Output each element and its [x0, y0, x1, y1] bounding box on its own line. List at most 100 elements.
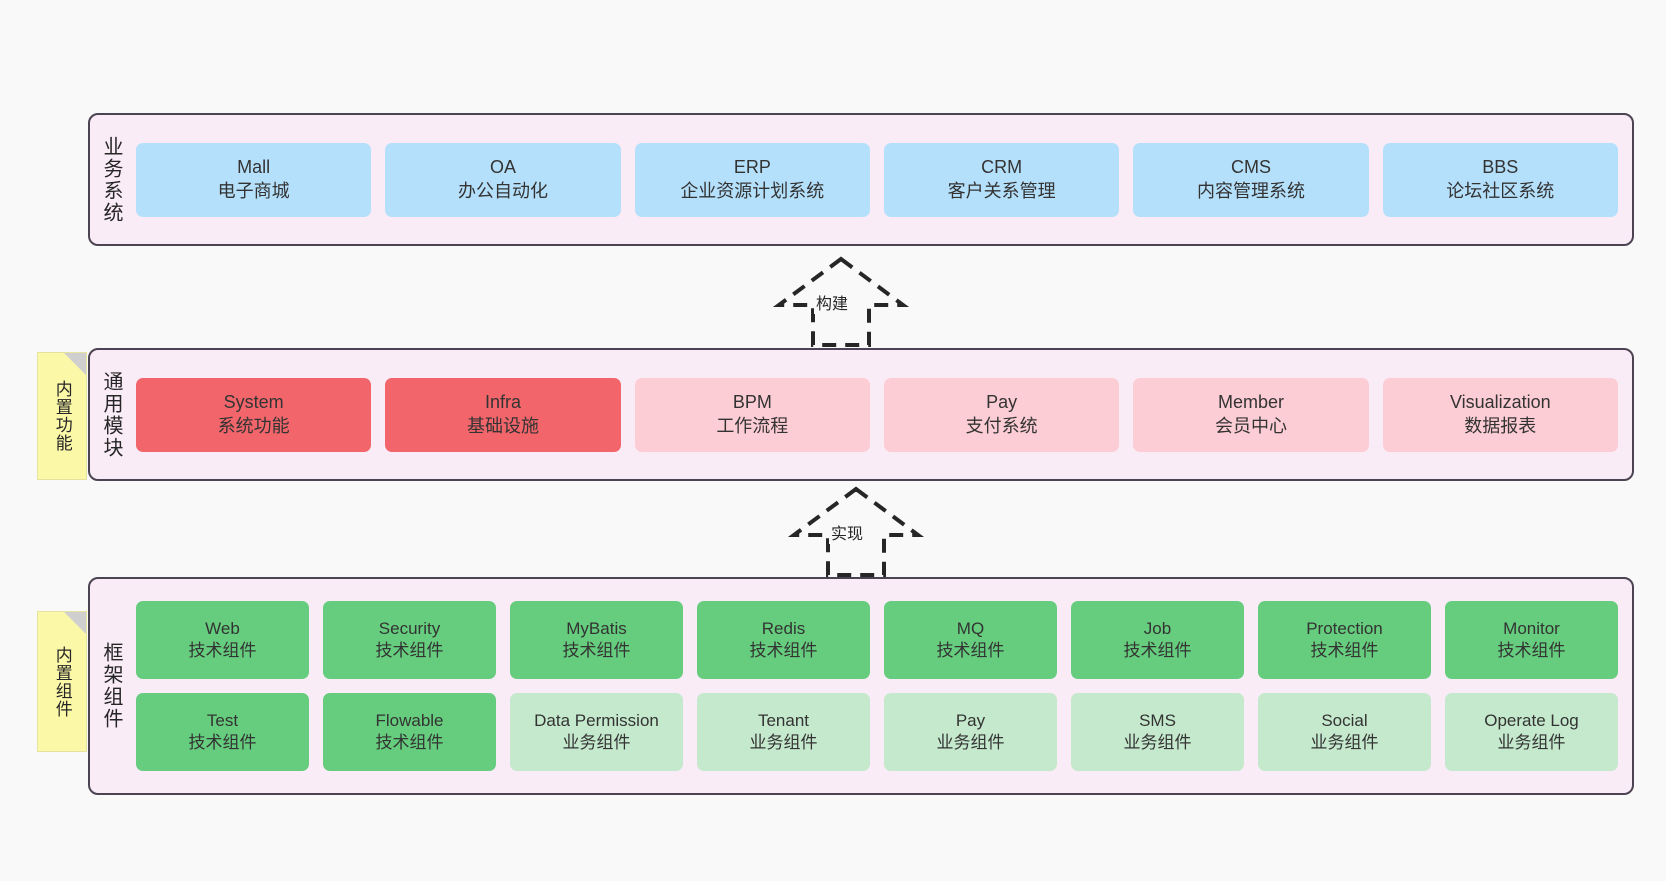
card-erp[interactable]: ERP 企业资源计划系统: [634, 142, 870, 217]
card-subtitle: 技术组件: [1123, 641, 1192, 660]
card-subtitle: 技术组件: [562, 641, 631, 660]
card-row: System 系统功能 Infra 基础设施 BPM 工作流程 Pay 支付系统…: [136, 377, 1618, 452]
card-subtitle: 电子商城: [217, 180, 290, 201]
card-subtitle: 客户关系管理: [947, 180, 1056, 201]
card-subtitle: 办公自动化: [457, 180, 548, 201]
card-title: OA: [489, 156, 516, 177]
card-subtitle: 会员中心: [1214, 415, 1287, 436]
card-test[interactable]: Test 技术组件: [136, 693, 309, 771]
card-monitor[interactable]: Monitor 技术组件: [1445, 601, 1618, 679]
card-protection[interactable]: Protection 技术组件: [1258, 601, 1431, 679]
card-mall[interactable]: Mall 电子商城: [136, 142, 372, 217]
card-title: Flowable: [375, 710, 444, 730]
layer-caption-business-systems: 业务系统: [100, 135, 122, 224]
card-redis[interactable]: Redis 技术组件: [697, 601, 870, 679]
card-subtitle: 业务组件: [562, 733, 631, 752]
card-member[interactable]: Member 会员中心: [1133, 377, 1369, 452]
card-pay-business[interactable]: Pay 业务组件: [884, 693, 1057, 771]
card-title: CRM: [981, 156, 1023, 177]
card-title: CMS: [1230, 156, 1271, 177]
card-title: MQ: [956, 618, 985, 638]
card-title: Infra: [484, 391, 521, 412]
layer-business-systems: 业务系统 Mall 电子商城 OA 办公自动化 ERP 企业资源计划系统 CRM…: [88, 113, 1634, 246]
card-crm[interactable]: CRM 客户关系管理: [883, 142, 1120, 217]
card-subtitle: 业务组件: [1310, 733, 1379, 752]
card-title: Social: [1321, 710, 1368, 730]
card-subtitle: 技术组件: [1310, 641, 1379, 660]
card-subtitle: 论坛社区系统: [1446, 180, 1555, 201]
card-title: Visualization: [1449, 391, 1551, 412]
card-mybatis[interactable]: MyBatis 技术组件: [510, 601, 683, 679]
card-subtitle: 业务组件: [936, 733, 1005, 752]
card-title: Security: [378, 618, 441, 638]
card-subtitle: 技术组件: [936, 641, 1005, 660]
card-data-permission[interactable]: Data Permission 业务组件: [510, 693, 683, 771]
card-area-framework-components: Web 技术组件 Security 技术组件 MyBatis 技术组件 Redi…: [132, 579, 1632, 793]
card-title: Tenant: [757, 710, 810, 730]
card-flowable[interactable]: Flowable 技术组件: [323, 693, 496, 771]
card-title: Redis: [761, 618, 806, 638]
layer-common-modules: 通用模块 System 系统功能 Infra 基础设施 BPM 工作流程 Pay…: [88, 348, 1634, 481]
sticky-note-built-in-components: 内置组件: [37, 611, 87, 752]
card-subtitle: 系统功能: [217, 415, 290, 436]
card-subtitle: 业务组件: [1123, 733, 1192, 752]
card-subtitle: 技术组件: [1497, 641, 1566, 660]
card-subtitle: 数据报表: [1464, 415, 1537, 436]
implement-arrow: 实现: [766, 485, 946, 577]
card-title: Data Permission: [534, 710, 659, 730]
card-infra[interactable]: Infra 基础设施: [385, 377, 621, 452]
card-subtitle: 支付系统: [965, 415, 1038, 436]
card-title: Pay: [986, 391, 1018, 412]
card-area-business-systems: Mall 电子商城 OA 办公自动化 ERP 企业资源计划系统 CRM 客户关系…: [132, 115, 1632, 244]
card-system[interactable]: System 系统功能: [136, 377, 372, 452]
build-arrow-label: 构建: [814, 290, 851, 314]
card-subtitle: 技术组件: [188, 641, 257, 660]
card-title: Pay: [955, 710, 986, 730]
card-title: Operate Log: [1484, 710, 1579, 730]
card-tenant[interactable]: Tenant 业务组件: [697, 693, 870, 771]
build-arrow: 构建: [751, 255, 931, 347]
card-job[interactable]: Job 技术组件: [1071, 601, 1244, 679]
card-sms[interactable]: SMS 业务组件: [1071, 693, 1244, 771]
sticky-note-label: 内置组件: [52, 645, 72, 718]
card-subtitle: 技术组件: [375, 733, 444, 752]
card-social[interactable]: Social 业务组件: [1258, 693, 1431, 771]
card-mq[interactable]: MQ 技术组件: [884, 601, 1057, 679]
layer-framework-components: 框架组件 Web 技术组件 Security 技术组件 MyBatis 技术组件…: [88, 577, 1634, 795]
implement-arrow-label: 实现: [829, 520, 866, 544]
card-bpm[interactable]: BPM 工作流程: [634, 377, 870, 452]
card-security[interactable]: Security 技术组件: [323, 601, 496, 679]
sticky-note-label: 内置功能: [52, 380, 72, 452]
card-subtitle: 业务组件: [749, 733, 818, 752]
card-title: BBS: [1482, 156, 1519, 177]
card-pay[interactable]: Pay 支付系统: [883, 377, 1120, 452]
card-operate-log[interactable]: Operate Log 业务组件: [1445, 693, 1618, 771]
card-title: BPM: [732, 391, 772, 412]
card-subtitle: 技术组件: [749, 641, 818, 660]
card-title: Test: [206, 710, 239, 730]
card-title: System: [223, 391, 284, 412]
card-web[interactable]: Web 技术组件: [136, 601, 309, 679]
card-subtitle: 业务组件: [1497, 733, 1566, 752]
card-oa[interactable]: OA 办公自动化: [385, 142, 621, 217]
card-cms[interactable]: CMS 内容管理系统: [1133, 142, 1369, 217]
card-title: Mall: [237, 156, 271, 177]
card-title: MyBatis: [566, 618, 627, 638]
card-title: Member: [1217, 391, 1284, 412]
card-title: Job: [1143, 618, 1172, 638]
card-row: Web 技术组件 Security 技术组件 MyBatis 技术组件 Redi…: [136, 601, 1618, 679]
card-area-common-modules: System 系统功能 Infra 基础设施 BPM 工作流程 Pay 支付系统…: [132, 350, 1632, 479]
card-row: Mall 电子商城 OA 办公自动化 ERP 企业资源计划系统 CRM 客户关系…: [136, 142, 1618, 217]
card-subtitle: 技术组件: [188, 733, 257, 752]
sticky-note-built-in-features: 内置功能: [37, 352, 87, 480]
card-title: Web: [205, 618, 240, 638]
card-bbs[interactable]: BBS 论坛社区系统: [1382, 142, 1618, 217]
card-title: Monitor: [1503, 618, 1560, 638]
card-row: Test 技术组件 Flowable 技术组件 Data Permission …: [136, 693, 1618, 771]
layer-caption-common-modules: 通用模块: [100, 370, 122, 459]
card-title: ERP: [733, 156, 771, 177]
card-visualization[interactable]: Visualization 数据报表: [1382, 377, 1618, 452]
layer-caption-framework-components: 框架组件: [100, 642, 122, 730]
card-subtitle: 技术组件: [375, 641, 444, 660]
